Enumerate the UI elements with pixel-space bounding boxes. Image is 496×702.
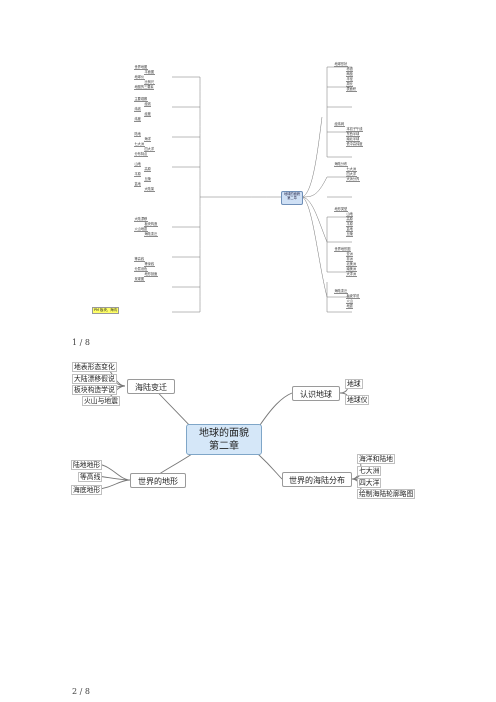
leaf-qi-da-zhou: 七大洲 bbox=[357, 466, 382, 476]
leaf-di-biao-xing-tai: 地表形态变化 bbox=[72, 362, 117, 372]
page1-right-label: 东西半球 bbox=[346, 132, 360, 137]
page1-left-label: 山地 bbox=[134, 162, 142, 167]
page1-left-label: 高原 bbox=[144, 167, 152, 172]
leaf-si-da-yang: 四大洋 bbox=[357, 478, 382, 488]
leaf-huo-shan-di-zhen: 火山与地震 bbox=[82, 396, 120, 406]
page1-left-label: 陆地 bbox=[134, 132, 142, 137]
page1-right-label: 世界地形图 bbox=[334, 247, 351, 252]
mind-map-1-center: 地球的面貌 第二章 bbox=[281, 191, 303, 205]
page1-right-label: 南美洲 bbox=[346, 267, 357, 272]
page1-left-label: 等高线 bbox=[134, 257, 145, 262]
leaf-deng-gao-xian: 等高线 bbox=[78, 472, 103, 482]
page1-right-label: 高原 bbox=[346, 217, 354, 222]
leaf-da-lu-piao-yi: 大陆漂移假说 bbox=[72, 374, 117, 384]
leaf-hai-di-di-xing: 海底地形 bbox=[71, 485, 103, 495]
page1-right-label: 平原 bbox=[346, 222, 354, 227]
leaf-di-qiu-yi: 地球仪 bbox=[345, 395, 370, 405]
page1-right-label: 非洲 bbox=[346, 257, 354, 262]
page1-right-label: 四大洋 bbox=[346, 172, 357, 177]
page-1: 地球的面貌 第二章 世界地图平面图地球仪比例尺地图的三要素主要观察经线纬线经度纬… bbox=[0, 0, 496, 350]
page1-left-label: 分层设色 bbox=[134, 267, 148, 272]
page1-right-label: 大洋洲 bbox=[346, 272, 357, 277]
page1-right-label: 海陆变迁 bbox=[334, 289, 348, 294]
branch-shi-jie-de-hai-lu-fen-bu: 世界的海陆分布 bbox=[282, 472, 352, 487]
page1-left-label: 海洋 bbox=[144, 137, 152, 142]
page1-right-label: 周长 bbox=[346, 82, 354, 87]
leaf-hai-yang-he-lu-di: 海洋和陆地 bbox=[357, 454, 395, 464]
page1-right-label: 赤道 bbox=[346, 67, 354, 72]
leaf-di-qiu: 地球 bbox=[345, 379, 363, 389]
page1-left-label: 地形剖面 bbox=[144, 272, 158, 277]
page1-right-label: 北美洲 bbox=[346, 262, 357, 267]
page1-right-label: 板块学说 bbox=[346, 294, 360, 299]
center-title-line2: 第二章 bbox=[209, 441, 239, 452]
page1-left-label: 纬度 bbox=[134, 117, 142, 122]
page1-right-label: 火山 bbox=[346, 299, 354, 304]
page1-left-label: 纬线 bbox=[134, 107, 142, 112]
mind-map-center: 地球的面貌 第二章 bbox=[186, 424, 262, 455]
page1-left-label: 分布特点 bbox=[134, 152, 148, 157]
leaf-hui-zhi-hai-lu-lun-kuo: 绘制海陆轮廓略图 bbox=[357, 489, 416, 499]
page1-right-label: 七大洲 bbox=[346, 167, 357, 172]
page1-left-label: 平原 bbox=[134, 172, 142, 177]
page1-right-label: 地形类型 bbox=[334, 207, 348, 212]
page1-left-label: 火山地震 bbox=[134, 227, 148, 232]
page1-right-label: 地震 bbox=[346, 304, 354, 309]
page-number-1: 1 / 8 bbox=[72, 338, 90, 347]
page1-left-label: 地图的三要素 bbox=[134, 85, 155, 90]
branch-ren-shi-di-qiu: 认识地球 bbox=[292, 386, 340, 401]
branch-hai-lu-bian-qian: 海陆变迁 bbox=[127, 379, 175, 394]
page1-left-label: 经线 bbox=[144, 102, 152, 107]
mind-map-2: 地球的面貌 第二章 海陆变迁 地表形态变化 大陆漂移假说 板块构造学说 火山与地… bbox=[71, 362, 422, 634]
highlight-note: PM 板块、海沟 bbox=[92, 307, 120, 314]
page1-left-label: 大陆漂移 bbox=[134, 217, 148, 222]
page1-right-label: 丘陵 bbox=[346, 232, 354, 237]
page1-left-label: 七大洲 bbox=[134, 142, 145, 147]
page1-right-label: 亚洲 bbox=[346, 252, 354, 257]
page1-left-label: 盆地 bbox=[134, 182, 142, 187]
page1-right-label: 南北半球 bbox=[346, 137, 360, 142]
page-number-2: 2 / 8 bbox=[72, 687, 90, 696]
page1-left-label: 海陆变迁 bbox=[144, 232, 158, 237]
page1-right-label: 山地 bbox=[346, 212, 354, 217]
page1-right-label: 半径 bbox=[346, 77, 354, 82]
page1-left-label: 平面图 bbox=[144, 70, 155, 75]
mind-map-1-connectors bbox=[172, 66, 352, 313]
branch-shi-jie-de-di-xing: 世界的地形 bbox=[130, 473, 186, 488]
page1-left-label: 世界地图 bbox=[134, 65, 148, 70]
leaf-ban-kuai-gou-zao: 板块构造学说 bbox=[72, 385, 117, 395]
mind-map-1: 地球的面貌 第二章 世界地图平面图地球仪比例尺地图的三要素主要观察经线纬线经度纬… bbox=[72, 57, 422, 329]
page1-right-label: 表面积 bbox=[346, 87, 357, 92]
page1-right-label: 大洲分界 bbox=[346, 177, 360, 182]
center-title-line1: 地球的面貌 bbox=[199, 428, 249, 439]
page1-left-label: 比例尺 bbox=[144, 80, 155, 85]
page1-right-label: 海陆分布 bbox=[334, 162, 348, 167]
page1-right-label: 低中高纬度 bbox=[346, 142, 363, 147]
page1-left-label: 经度 bbox=[144, 112, 152, 117]
page1-left-label: 丘陵 bbox=[144, 177, 152, 182]
page1-left-label: 景观图 bbox=[134, 277, 145, 282]
page1-left-label: 地球仪 bbox=[134, 75, 145, 80]
page1-left-label: 等深线 bbox=[144, 262, 155, 267]
page1-right-label: 两极 bbox=[346, 72, 354, 77]
page1-right-label: 盆地 bbox=[346, 227, 354, 232]
leaf-lu-di-di-xing: 陆地地形 bbox=[71, 460, 103, 470]
page1-left-label: 主要观察 bbox=[134, 97, 148, 102]
page1-left-label: 四大洋 bbox=[144, 147, 155, 152]
page1-left-label: 板块构造 bbox=[144, 222, 158, 227]
page1-right-label: 经纬网 bbox=[334, 122, 345, 127]
page1-left-label: 大陆架 bbox=[144, 187, 155, 192]
page1-right-label: 地球形状 bbox=[334, 62, 348, 67]
page1-right-label: 本初子午线 bbox=[346, 127, 363, 132]
